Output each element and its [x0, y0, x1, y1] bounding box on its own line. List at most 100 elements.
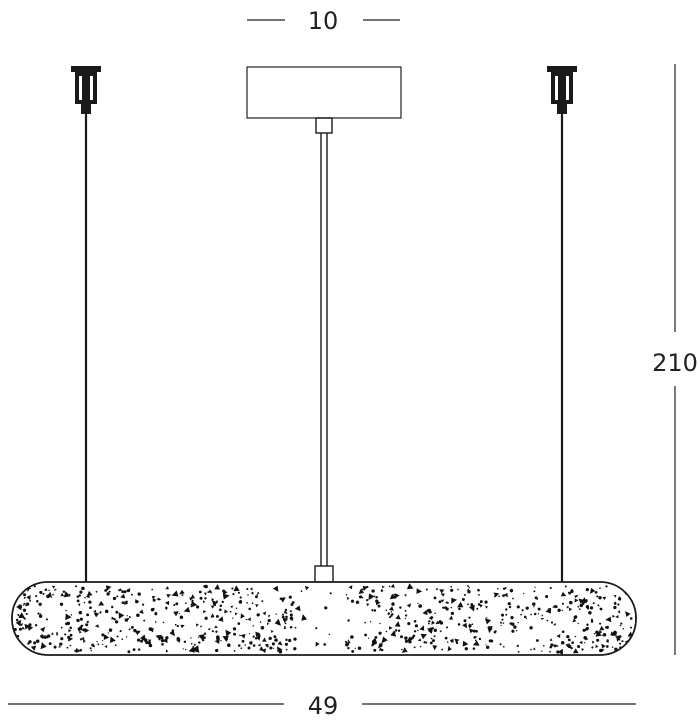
terrazzo-speck [198, 634, 205, 641]
terrazzo-speck [81, 586, 85, 591]
terrazzo-speck [267, 618, 271, 623]
right-cable-gripper [547, 66, 577, 114]
terrazzo-speck [94, 624, 99, 628]
terrazzo-speck [269, 646, 273, 650]
terrazzo-speck [80, 624, 84, 628]
terrazzo-speck [391, 602, 395, 606]
terrazzo-speck [44, 588, 48, 592]
terrazzo-speck [470, 603, 474, 607]
terrazzo-speck [103, 634, 110, 640]
terrazzo-speck [237, 622, 241, 625]
terrazzo-speck [126, 636, 128, 638]
terrazzo-speck [590, 620, 594, 623]
terrazzo-speck [517, 650, 520, 653]
terrazzo-speck [479, 604, 483, 608]
terrazzo-speck [23, 602, 26, 605]
terrazzo-speck [354, 647, 356, 650]
terrazzo-speck [572, 648, 579, 654]
terrazzo-speck [20, 606, 23, 608]
terrazzo-speck [475, 629, 478, 633]
terrazzo-speck [248, 632, 251, 635]
terrazzo-speck [469, 604, 475, 612]
terrazzo-speck [502, 622, 505, 624]
terrazzo-speck [537, 613, 540, 615]
terrazzo-speck [445, 626, 449, 629]
terrazzo-speck [256, 593, 259, 596]
terrazzo-speck [119, 630, 122, 633]
terrazzo-speck [190, 594, 195, 599]
terrazzo-speck [217, 616, 224, 622]
terrazzo-speck [301, 614, 307, 621]
terrazzo-speck [14, 645, 18, 649]
terrazzo-speck [160, 636, 164, 640]
terrazzo-speck [262, 611, 267, 616]
terrazzo-speck [541, 617, 543, 620]
terrazzo-speck [472, 647, 476, 650]
terrazzo-speck [430, 637, 433, 640]
terrazzo-speck [203, 609, 207, 614]
terrazzo-speck [183, 606, 191, 613]
terrazzo-speck [198, 590, 202, 594]
terrazzo-speck [315, 627, 318, 630]
terrazzo-speck [364, 633, 367, 637]
terrazzo-speck [165, 636, 169, 640]
terrazzo-speck [152, 598, 156, 602]
terrazzo-speck [620, 622, 623, 625]
terrazzo-speck [602, 633, 607, 637]
terrazzo-speck [406, 603, 412, 608]
terrazzo-speck [478, 637, 482, 641]
terrazzo-speck [450, 588, 454, 592]
terrazzo-speck [148, 643, 153, 648]
terrazzo-speck [616, 638, 620, 642]
terrazzo-speck [569, 600, 573, 605]
terrazzo-speck [264, 644, 269, 647]
terrazzo-speck [433, 635, 436, 638]
terrazzo-speck [58, 645, 61, 648]
terrazzo-speck [38, 614, 43, 618]
terrazzo-speck [596, 595, 599, 598]
terrazzo-speck [285, 638, 288, 642]
terrazzo-speck [601, 643, 606, 649]
terrazzo-speck [257, 592, 260, 595]
terrazzo-speck [279, 597, 286, 603]
terrazzo-speck [404, 617, 407, 620]
terrazzo-speck [556, 634, 561, 638]
terrazzo-speck [350, 635, 354, 639]
terrazzo-speck [239, 634, 241, 637]
terrazzo-speck [431, 620, 435, 625]
terrazzo-speck [417, 629, 419, 632]
bottom-dimension: 49 [8, 692, 636, 720]
terrazzo-speck [156, 597, 160, 601]
terrazzo-speck [113, 618, 116, 621]
terrazzo-speck [121, 590, 124, 594]
terrazzo-speck [479, 600, 483, 604]
terrazzo-speck [566, 606, 569, 609]
terrazzo-pattern [13, 583, 635, 655]
terrazzo-speck [240, 613, 245, 619]
terrazzo-speck [136, 638, 141, 642]
terrazzo-speck [385, 609, 388, 612]
terrazzo-speck [124, 617, 130, 623]
terrazzo-speck [46, 636, 49, 639]
terrazzo-speck [516, 644, 519, 648]
terrazzo-speck [597, 604, 600, 607]
terrazzo-speck [249, 641, 253, 645]
terrazzo-speck [433, 628, 437, 633]
terrazzo-speck [247, 617, 251, 622]
terrazzo-speck [419, 625, 425, 631]
terrazzo-speck [77, 625, 83, 631]
terrazzo-speck [237, 644, 241, 647]
terrazzo-speck [591, 646, 594, 649]
terrazzo-speck [502, 645, 505, 648]
terrazzo-speck [86, 620, 89, 624]
terrazzo-speck [214, 584, 220, 590]
terrazzo-speck [261, 648, 267, 654]
terrazzo-speck [474, 639, 477, 642]
terrazzo-speck [140, 639, 144, 643]
terrazzo-speck [300, 590, 303, 592]
terrazzo-speck [582, 628, 586, 632]
terrazzo-speck [93, 612, 100, 618]
terrazzo-speck [571, 589, 574, 592]
terrazzo-speck [15, 618, 19, 622]
terrazzo-speck [123, 590, 127, 594]
